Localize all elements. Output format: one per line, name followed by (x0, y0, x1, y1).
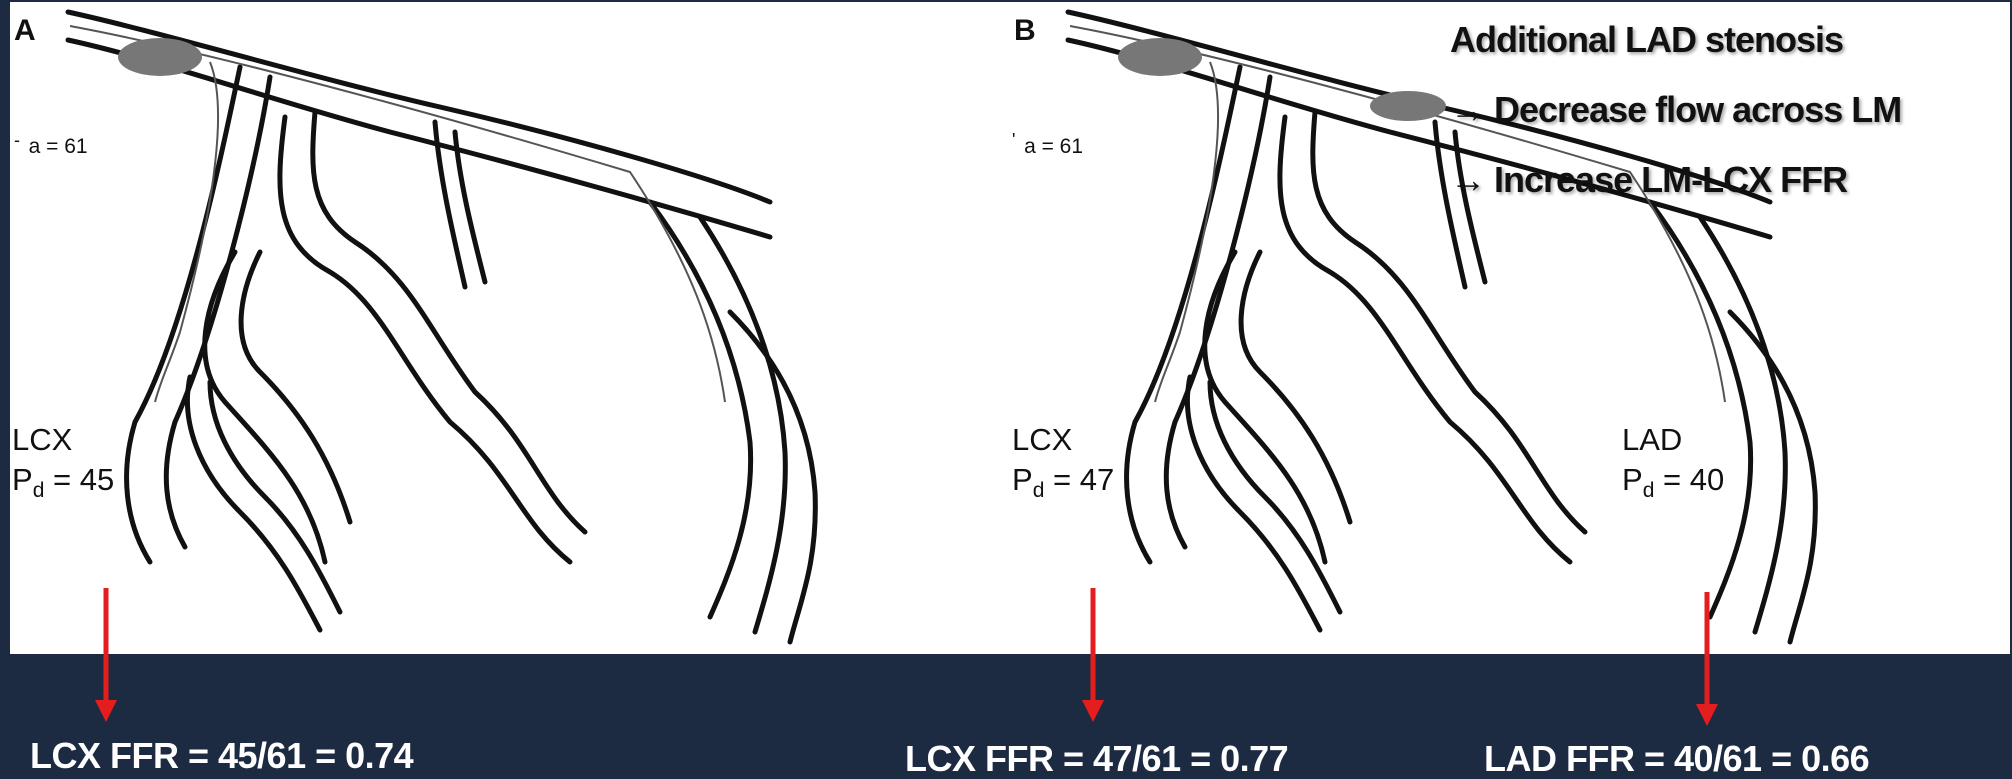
coronary-tree-a (68, 12, 815, 642)
ffr-result-lcx-b: LCX FFR = 47/61 = 0.77 (905, 741, 1288, 777)
panel-b-lad-pd: Pd = 40 (1622, 464, 1724, 501)
panel-a-pa-label: - a = 61 (14, 120, 88, 157)
panel-b-lcx-pd: Pd = 47 (1012, 464, 1114, 501)
arrow-lcx-a-icon (92, 588, 120, 724)
ffr-result-lcx-a: LCX FFR = 45/61 = 0.74 (30, 738, 413, 774)
panel-b-pa-label: ' a = 61 (1012, 120, 1083, 157)
callout-title: Additional LAD stenosis (1450, 22, 1843, 58)
callout-point-2: → Increase LM-LCX FFR (1450, 162, 1847, 198)
arrow-lcx-b-icon (1079, 588, 1107, 724)
panel-a-lcx-label: LCX (12, 424, 72, 455)
callout-point-1: → Decrease flow across LM (1450, 92, 1901, 128)
panel-b-letter: B (1014, 16, 1036, 46)
panel-b-lad-label: LAD (1622, 424, 1682, 455)
panel-a-letter: A (14, 16, 36, 46)
diagram-panel: A - a = 61 LCX Pd = 45 B ' a = 61 LCX Pd… (10, 2, 2010, 654)
panel-a-lcx-pd: Pd = 45 (12, 464, 114, 501)
ffr-result-lad-b: LAD FFR = 40/61 = 0.66 (1484, 741, 1869, 777)
arrow-lad-b-icon (1693, 592, 1721, 728)
panel-b-lcx-label: LCX (1012, 424, 1072, 455)
